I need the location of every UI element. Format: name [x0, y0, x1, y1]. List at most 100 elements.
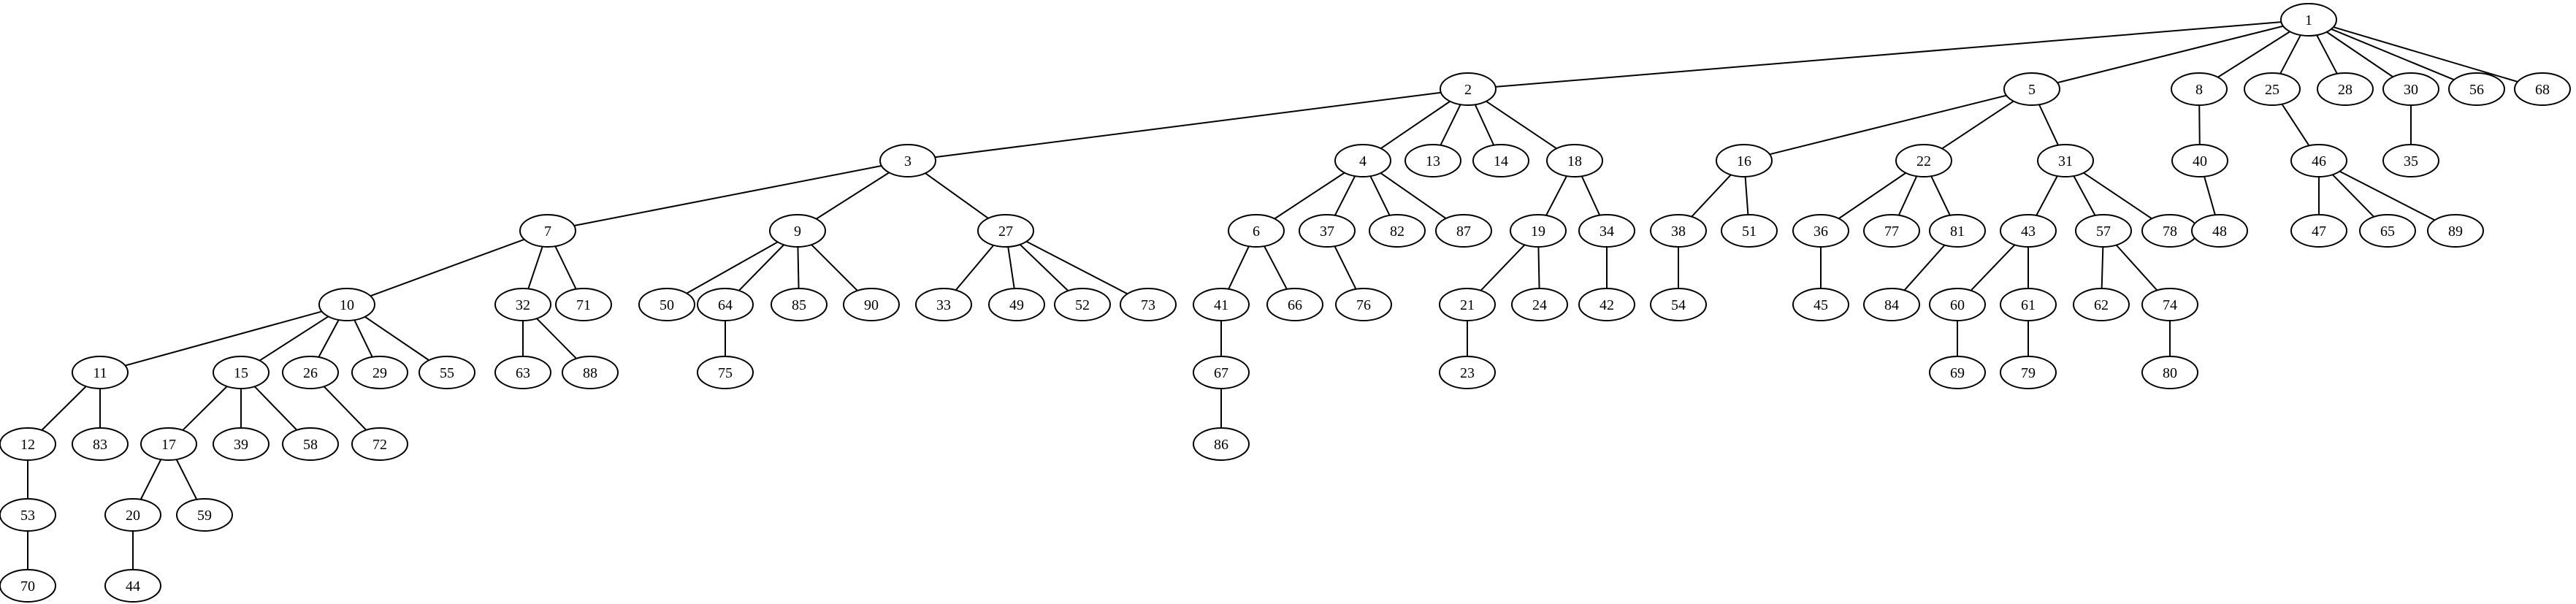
node-ellipse: [2000, 288, 2057, 321]
node-62: 62: [2073, 288, 2130, 321]
node-label: 36: [1813, 223, 1828, 240]
edge-19-24: [1537, 246, 1540, 289]
node-label: 51: [1742, 223, 1757, 240]
node-77: 77: [1863, 214, 1920, 248]
node-label: 27: [998, 223, 1013, 240]
node-label: 75: [718, 365, 733, 381]
node-36: 36: [1792, 214, 1849, 248]
node-ellipse: [519, 214, 576, 248]
node-label: 64: [718, 297, 733, 313]
node-75: 75: [697, 356, 754, 389]
node-13: 13: [1404, 144, 1461, 177]
node-label: 85: [792, 297, 806, 313]
node-4: 4: [1334, 144, 1391, 177]
node-ellipse: [1792, 214, 1849, 248]
node-label: 13: [1426, 153, 1440, 169]
node-ellipse: [418, 356, 475, 389]
node-33: 33: [915, 288, 972, 321]
node-21: 21: [1439, 288, 1496, 321]
node-ellipse: [697, 288, 754, 321]
node-ellipse: [1929, 288, 1986, 321]
node-ellipse: [1863, 288, 1920, 321]
node-label: 23: [1460, 365, 1475, 381]
node-ellipse: [1193, 288, 1250, 321]
node-61: 61: [2000, 288, 2057, 321]
node-label: 41: [1214, 297, 1228, 313]
node-ellipse: [2427, 214, 2484, 248]
node-label: 54: [1671, 297, 1686, 313]
node-14: 14: [1472, 144, 1529, 177]
node-17: 17: [140, 427, 197, 461]
node-ellipse: [2280, 3, 2337, 37]
node-label: 20: [126, 508, 140, 524]
edge-1-28: [2316, 34, 2338, 74]
node-ellipse: [2171, 144, 2228, 177]
node-ellipse: [213, 356, 270, 389]
edge-1-56: [2331, 28, 2455, 81]
node-22: 22: [1895, 144, 1952, 177]
edge-5-16: [1769, 94, 2007, 156]
node-ellipse: [1193, 356, 1250, 389]
edge-3-9: [816, 172, 890, 220]
node-ellipse: [1440, 72, 1497, 106]
node-ellipse: [1335, 288, 1392, 321]
node-label: 26: [303, 365, 318, 381]
node-label: 3: [904, 153, 911, 169]
node-ellipse: [1721, 214, 1778, 248]
node-ellipse: [2191, 214, 2248, 248]
edge-16-51: [1744, 176, 1749, 215]
node-ellipse: [562, 356, 619, 389]
edge-8-40: [2198, 104, 2201, 145]
node-44: 44: [104, 569, 161, 603]
node-ellipse: [104, 569, 161, 603]
node-35: 35: [2382, 144, 2439, 177]
node-54: 54: [1650, 288, 1707, 321]
edge-57-74: [2115, 244, 2158, 291]
node-12: 12: [0, 427, 56, 461]
edge-6-41: [1228, 245, 1250, 290]
node-ellipse: [1228, 214, 1285, 248]
node-83: 83: [72, 427, 129, 461]
edge-6-66: [1264, 245, 1288, 290]
node-label: 77: [1884, 223, 1899, 240]
edge-15-17: [182, 386, 228, 431]
node-28: 28: [2317, 72, 2374, 106]
node-label: 68: [2535, 82, 2550, 98]
node-label: 65: [2380, 223, 2395, 240]
node-label: 31: [2058, 153, 2073, 169]
node-label: 81: [1950, 223, 1965, 240]
node-55: 55: [418, 356, 475, 389]
edge-7-10: [370, 238, 525, 297]
node-label: 8: [2195, 82, 2203, 98]
node-5: 5: [2003, 72, 2060, 106]
node-ellipse: [771, 288, 828, 321]
node-ellipse: [2000, 214, 2057, 248]
node-59: 59: [176, 498, 233, 532]
node-label: 19: [1531, 223, 1545, 240]
node-label: 30: [2404, 82, 2418, 98]
node-ellipse: [72, 356, 129, 389]
node-86: 86: [1193, 427, 1250, 461]
node-label: 50: [660, 297, 674, 313]
node-64: 64: [697, 288, 754, 321]
node-58: 58: [282, 427, 339, 461]
node-label: 78: [2163, 223, 2177, 240]
node-label: 43: [2021, 223, 2036, 240]
node-label: 10: [340, 297, 354, 313]
node-ellipse: [104, 498, 161, 532]
node-23: 23: [1439, 356, 1496, 389]
node-65: 65: [2359, 214, 2416, 248]
node-56: 56: [2448, 72, 2505, 106]
node-label: 69: [1950, 365, 1965, 381]
edge-27-49: [1007, 246, 1015, 289]
node-46: 46: [2290, 144, 2347, 177]
node-label: 49: [1009, 297, 1024, 313]
node-43: 43: [2000, 214, 2057, 248]
node-27: 27: [977, 214, 1034, 248]
node-ellipse: [1650, 214, 1707, 248]
node-ellipse: [1578, 288, 1635, 321]
edge-1-8: [2217, 31, 2290, 78]
node-label: 5: [2028, 82, 2036, 98]
node-label: 53: [20, 508, 35, 524]
